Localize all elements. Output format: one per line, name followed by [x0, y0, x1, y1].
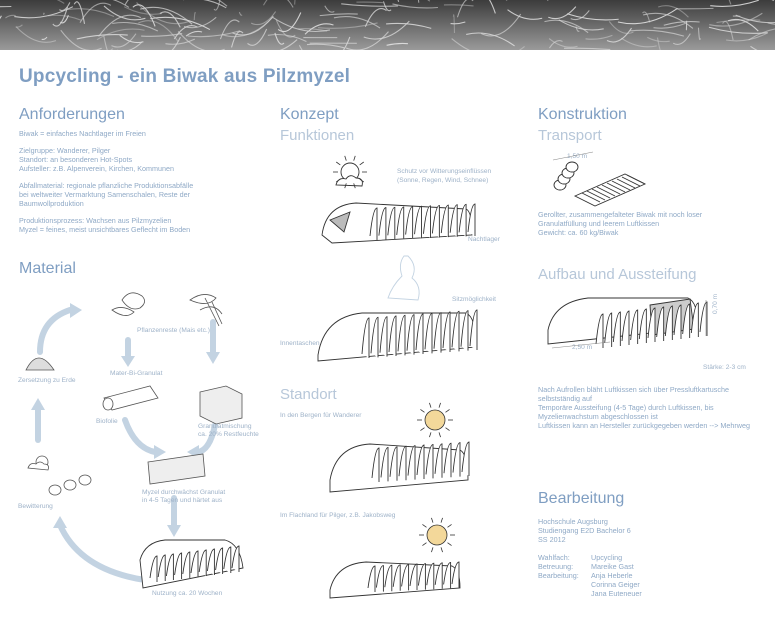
biwak-drawing-flachland: [329, 561, 461, 599]
label-schutz-1: Schutz vor Witterungseinflüssen: [397, 168, 492, 175]
funktionen-subheading: Funktionen: [280, 127, 355, 144]
label-dim-250: 2,50 m: [572, 344, 593, 351]
label-staerke: Stärke: 2-3 cm: [703, 364, 746, 371]
cycle-arrow: [195, 422, 218, 455]
school-line: Studiengang E2D Bachelor 6: [538, 526, 631, 535]
arrow-head: [121, 356, 135, 367]
konzept-heading: Konzept: [280, 106, 339, 123]
credit-key: Wahlfach:: [538, 553, 570, 562]
cycle-arrow: [122, 417, 158, 455]
material-heading: Material: [19, 260, 76, 277]
cycle-arrow: [57, 522, 148, 583]
mycelium-banner-image: [0, 0, 775, 50]
arrow-head: [31, 398, 45, 410]
bearbeitung-heading: Bearbeitung: [538, 490, 625, 507]
anforderungen-line: Biwak = einfaches Nachtlager im Freien: [19, 129, 146, 138]
anforderungen-line: Myzel = feines, meist unsichtbares Gefle…: [19, 225, 191, 234]
credit-value: Mareike Gast: [591, 562, 634, 571]
credit-key: Bearbeitung:: [538, 571, 579, 580]
granulate-box: [199, 385, 243, 425]
school-line: Hochschule Augsburg: [538, 517, 608, 526]
label-schutz-2: (Sonne, Regen, Wind, Schnee): [397, 177, 489, 184]
sun-cloud-icon: [333, 155, 367, 189]
anforderungen-line: Abfallmaterial: regionale pflanzliche Pr…: [19, 181, 194, 190]
label-berge: In den Bergen für Wanderer: [280, 412, 362, 419]
label-flachland: Im Flachland für Pilger, z.B. Jakobsweg: [280, 512, 396, 519]
arrow-head: [53, 516, 67, 528]
arrow-head: [167, 525, 181, 537]
anforderungen-line: Zielgruppe: Wanderer, Pilger: [19, 146, 111, 155]
aufbau-line: Luftkissen kann an Hersteller zurückgege…: [538, 421, 750, 430]
standort-heading: Standort: [280, 386, 337, 403]
transport-subheading: Transport: [538, 127, 602, 144]
cloud-icon: [27, 461, 49, 471]
page-title: Upcycling - ein Biwak aus Pilzmyzel: [19, 66, 351, 87]
anforderungen-line: Baumwollproduktion: [19, 199, 84, 208]
label-bewitterung: Bewitterung: [18, 503, 53, 510]
credit-value: Corinna Geiger: [591, 580, 640, 589]
biwak-construction-drawing: [547, 297, 708, 348]
label-mater-bi: Mater-Bi-Granulat: [110, 370, 163, 377]
transport-line: Gerollter, zusammengefalteter Biwak mit …: [538, 210, 703, 219]
label-granulat-2: ca. 20% Restfeuchte: [198, 431, 259, 438]
person-sitting-drawing: [387, 255, 420, 301]
label-nachtlager: Nachtlager: [468, 236, 500, 243]
konstruktion-heading: Konstruktion: [538, 106, 627, 123]
credit-key: Betreuung:: [538, 562, 574, 571]
arrow-head: [154, 445, 166, 459]
anforderungen-line: Aufsteller: z.B. Alpenverein, Kirchen, K…: [19, 164, 175, 173]
label-innentaschen: Innentaschen: [280, 340, 320, 347]
label-pflanzenreste: Pflanzenreste (Mais etc.): [137, 327, 210, 334]
label-zersetzung: Zersetzung zu Erde: [18, 377, 76, 384]
sun-icon: [417, 402, 453, 438]
label-biofolie: Biofolie: [96, 418, 118, 425]
biwak-drawing-sitz: [317, 309, 478, 362]
credit-value: Upcycling: [591, 553, 623, 562]
aufbau-line: Temporäre Aussteifung (4-5 Tage) durch L…: [538, 403, 714, 412]
myzel-block: [147, 453, 206, 485]
biwak-drawing-nachtlager: [321, 202, 476, 244]
weathering-rolls: [48, 474, 92, 496]
anforderungen-heading: Anforderungen: [19, 106, 125, 123]
anforderungen-line: Standort: an besonderen Hot-Spots: [19, 155, 133, 164]
biwak-drawing-berge: [329, 441, 470, 493]
label-dim-150: 1,50 m: [567, 153, 588, 160]
credit-value: Anja Heberle: [591, 571, 633, 580]
label-granulat-1: Granulatmischung: [198, 423, 252, 430]
anforderungen-line: Produktionsprozess: Wachsen aus Pilzmyze…: [19, 216, 172, 225]
label-sitz: Sitzmöglichkeit: [452, 296, 496, 303]
transport-line: Granulatfüllung und leerem Luftkissen: [538, 219, 660, 228]
arrow-head: [206, 352, 220, 364]
granulate-heap: [25, 357, 55, 371]
dimension-lines: [551, 151, 707, 349]
school-line: SS 2012: [538, 535, 566, 544]
label-myzel-2: in 4-5 Tagen und härtet aus: [142, 497, 223, 504]
aufbau-subheading: Aufbau und Aussteifung: [538, 266, 697, 283]
aufbau-line: selbstständig auf: [538, 394, 592, 403]
aufbau-line: Nach Aufrollen bläht Luftkissen sich übe…: [538, 385, 729, 394]
aufbau-line: Myzelienwachstum abgeschlossen ist: [538, 412, 658, 421]
transport-line: Gewicht: ca. 60 kg/Biwak: [538, 228, 619, 237]
label-nutzung: Nutzung ca. 20 Wochen: [152, 590, 223, 597]
corn-cob-drawing: [111, 292, 145, 316]
leaves-drawing: [189, 294, 223, 327]
arrow-head: [70, 303, 82, 318]
anforderungen-line: bei weltweiter Vermarktung Samenschalen,…: [19, 190, 190, 199]
rolled-biwak-drawing: [553, 161, 647, 207]
cycle-arrow: [37, 307, 73, 355]
sun-icon: [419, 517, 455, 553]
credit-value: Jana Euteneuer: [591, 589, 642, 598]
biwak-drawing-material: [139, 539, 244, 589]
label-myzel-1: Myzel durchwächst Granulat: [142, 489, 226, 496]
